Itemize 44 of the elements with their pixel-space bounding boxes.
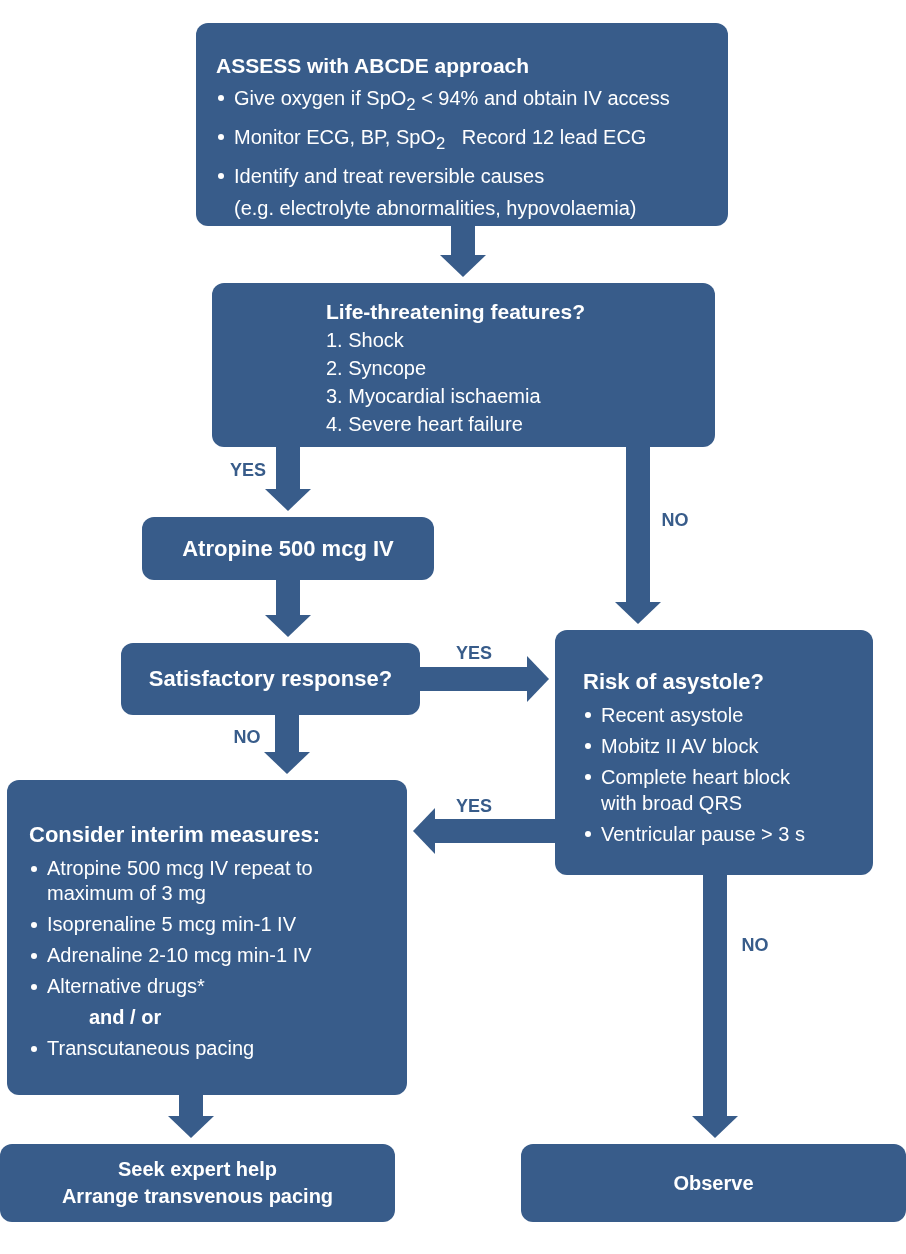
list-item: Mobitz II AV block: [583, 733, 759, 759]
box-heading: Life-threatening features?: [326, 299, 586, 325]
list-item: Ventricular pause > 3 s: [583, 821, 805, 847]
process-box: [555, 630, 873, 875]
list-item: Monitor ECG, BP, SpO$_{2}$ Record 12 lead ECG: [216, 121, 647, 160]
box-text: Observe: [673, 1170, 754, 1196]
box-text: Atropine 500 mcg IV: [182, 534, 394, 563]
process-box: [521, 1144, 906, 1222]
box-heading: Consider interim measures:: [29, 821, 320, 849]
arrow: [420, 656, 549, 702]
arrow: [440, 226, 486, 277]
box-text: Arrange transvenous pacing: [61, 1184, 334, 1209]
list-item: 4. Severe heart failure: [326, 412, 523, 437]
arrow: [413, 808, 555, 854]
process-box: [0, 1144, 395, 1222]
box-heading: Risk of asystole?: [583, 668, 764, 696]
list-item: Adrenaline 2-10 mcg min-1 IV: [29, 943, 312, 968]
process-box: [196, 23, 728, 226]
process-box: [212, 283, 715, 447]
box-heading: ASSESS with ABCDE approach: [216, 53, 530, 79]
arrow: [692, 875, 738, 1138]
arrow: [264, 715, 310, 774]
list-item: 2. Syncope: [326, 356, 427, 381]
arrow: [265, 447, 311, 511]
list-item: 3. Myocardial ischaemia: [326, 384, 541, 409]
box-text: Satisfactory response?: [148, 665, 393, 693]
list-item-continuation: (e.g. electrolyte abnormalities, hypovolaemia): [233, 196, 637, 221]
list-item: Identify and treat reversible causes: [216, 160, 545, 192]
arrow: [168, 1095, 214, 1138]
list-item: Give oxygen if SpO$_{2}$ < 94% and obtain IV access: [216, 82, 670, 121]
process-box: [142, 517, 434, 580]
conjunction-text: and / or: [89, 1005, 162, 1030]
list-item: Complete heart block with broad QRS: [583, 764, 826, 816]
arrow: [615, 447, 661, 624]
list-item: Transcutaneous pacing: [29, 1036, 255, 1061]
process-box: [121, 643, 420, 715]
list-item: Recent asystole: [583, 702, 744, 728]
list-item: Alternative drugs*: [29, 974, 205, 999]
arrow: [265, 580, 311, 637]
process-box: [7, 780, 407, 1095]
list-item: Isoprenaline 5 mcg min-1 IV: [29, 912, 296, 937]
box-text: Seek expert help: [118, 1157, 277, 1182]
list-item: 1. Shock: [326, 328, 404, 353]
list-item: Atropine 500 mcg IV repeat to maximum of 3 mg: [29, 856, 367, 906]
